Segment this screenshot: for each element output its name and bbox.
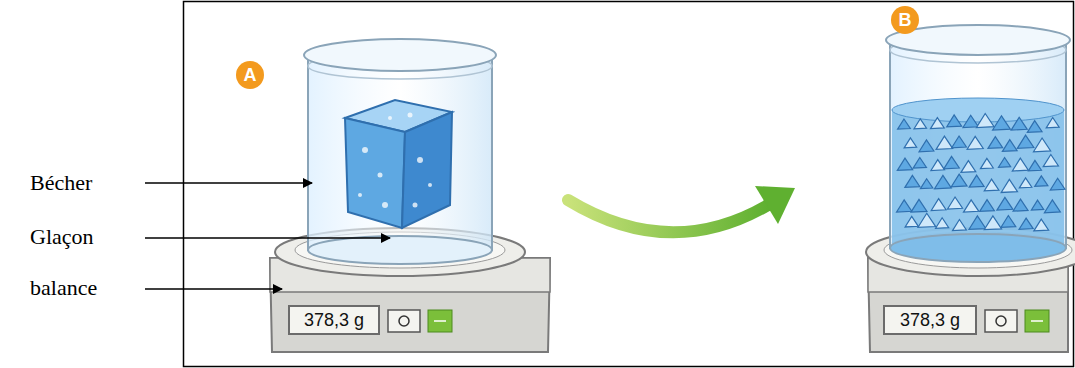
ice-chip — [988, 137, 1003, 149]
ice-chip — [997, 197, 1013, 210]
ice-chip — [1019, 178, 1031, 188]
leader-arrow — [145, 237, 390, 239]
ice-chip — [1017, 135, 1033, 148]
ice-chip — [969, 175, 984, 187]
crushed-ice — [897, 113, 1065, 230]
ice-chip — [1028, 160, 1041, 170]
mass-reading: 378,3 g — [900, 310, 960, 331]
ice-chip — [1043, 155, 1058, 167]
leader-arrow — [145, 182, 312, 184]
ice-chip — [897, 158, 912, 170]
part-label: Bécher — [30, 170, 92, 196]
ice-chip — [897, 200, 912, 212]
ice-chip — [898, 119, 911, 129]
leader-arrow — [145, 288, 282, 290]
ice-chip — [935, 175, 952, 188]
ice-chip — [1034, 219, 1049, 231]
ice-chip — [931, 118, 945, 129]
ice-chip — [961, 161, 976, 173]
ice-chip — [914, 119, 926, 129]
ice-cube — [345, 100, 452, 228]
ice-chip — [1034, 138, 1051, 152]
step-badge: A — [236, 61, 264, 89]
ice-chip — [1013, 199, 1028, 211]
mass-reading: 378,3 g — [304, 310, 364, 331]
ice-chip — [948, 197, 963, 209]
part-label: balance — [30, 275, 97, 301]
ice-chip — [936, 136, 953, 149]
ice-chip — [1031, 200, 1043, 210]
ice-chip — [919, 140, 934, 152]
frame — [184, 2, 1074, 367]
ice-chip — [1044, 200, 1060, 213]
ice-chip — [999, 158, 1011, 168]
ice-chip — [1012, 158, 1028, 171]
ice-chip — [993, 116, 1011, 130]
step-letter: A — [244, 65, 257, 86]
ice-chip — [1027, 121, 1042, 133]
ice-chip — [951, 174, 967, 187]
ice-chip — [918, 213, 936, 227]
ice-chip — [905, 175, 920, 187]
ice-chip — [944, 156, 960, 168]
ice-chip — [920, 179, 932, 189]
step-letter: B — [899, 10, 912, 31]
ice-chip — [980, 200, 995, 212]
ice-chip — [1035, 176, 1048, 186]
ice-chip — [931, 199, 946, 211]
scale-display: 378,3 g — [288, 305, 380, 335]
ice-chip — [953, 220, 967, 231]
part-label: Glaçon — [30, 224, 94, 250]
ice-chip — [1019, 218, 1033, 229]
ice-chip — [964, 200, 979, 212]
balance-b — [866, 228, 1075, 352]
ice-chip — [1001, 179, 1017, 192]
ice-chip — [976, 113, 994, 127]
ice-chip — [984, 216, 1001, 230]
ice-chip — [1050, 178, 1065, 190]
ice-chip — [969, 216, 986, 230]
transformation-arrow-head — [755, 186, 795, 224]
ice-chip — [1011, 117, 1027, 130]
ice-chip — [1046, 118, 1059, 128]
scale-display: 378,3 g — [883, 305, 977, 335]
ice-chip — [952, 136, 967, 148]
step-badge: B — [891, 6, 919, 34]
ice-chip — [911, 199, 927, 212]
ice-chip — [967, 136, 983, 149]
ice-chip — [980, 158, 993, 168]
ice-chip — [1002, 140, 1017, 152]
beaker-a — [304, 39, 496, 264]
transformation-arrow — [568, 200, 768, 232]
ice-chip — [904, 138, 916, 148]
ice-chip — [913, 157, 926, 168]
ice-chip — [931, 160, 945, 171]
beaker-b — [886, 25, 1070, 262]
balance-a — [270, 228, 550, 352]
ice-chip — [963, 115, 978, 127]
ice-chip — [905, 216, 918, 227]
ice-chip — [1001, 216, 1016, 228]
ice-chip — [984, 179, 999, 191]
ice-chip — [947, 115, 962, 127]
ice-chip — [936, 218, 949, 228]
